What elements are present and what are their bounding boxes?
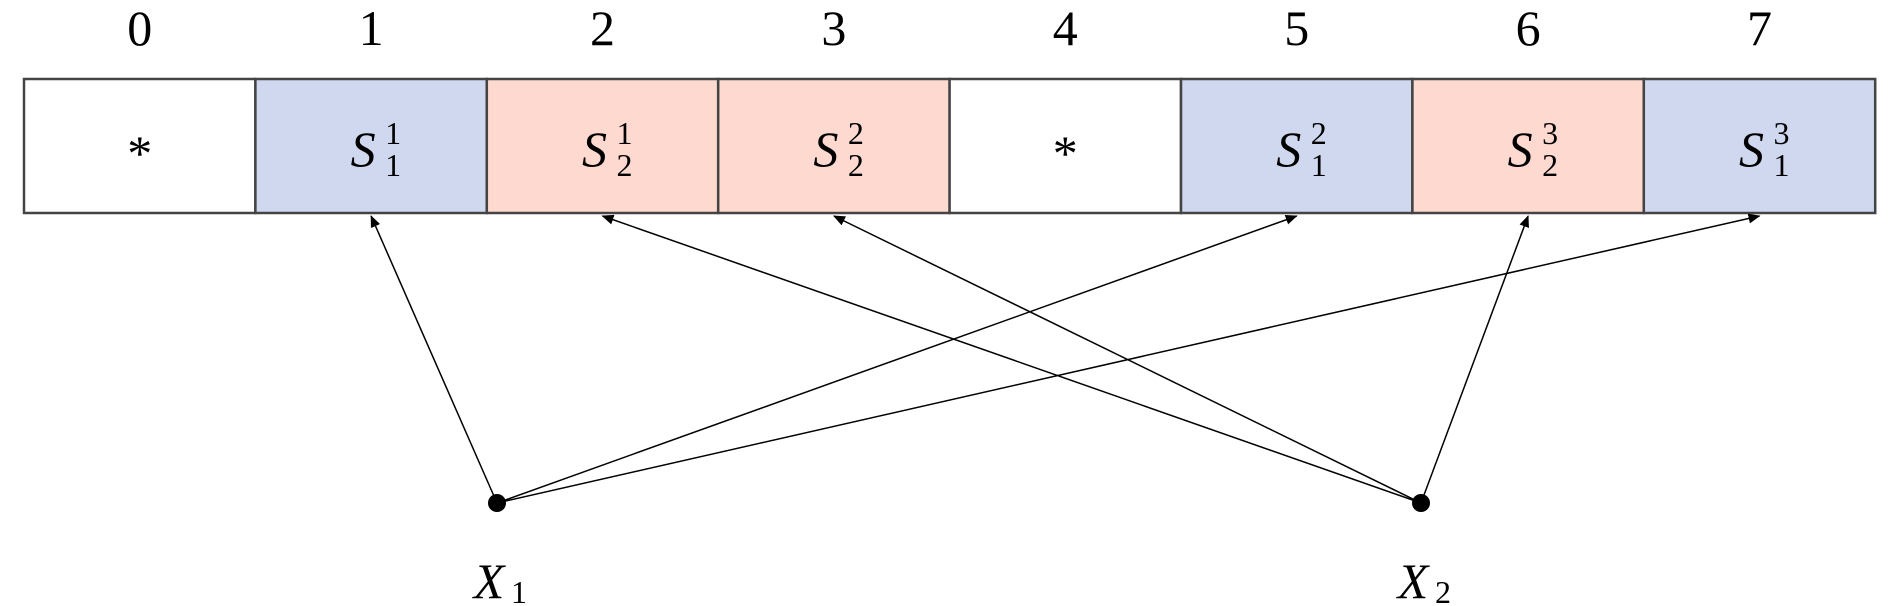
cell-symbol: S: [1508, 121, 1533, 177]
cell-subscript: 1: [385, 147, 401, 183]
cell-symbol: S: [351, 121, 376, 177]
cell-box: [485, 77, 720, 215]
cell-box: [1411, 77, 1646, 215]
node-dot: [488, 494, 506, 512]
cell-index: 6: [1516, 0, 1541, 56]
cell-symbol: S: [1276, 121, 1301, 177]
node-label: X: [1396, 553, 1431, 606]
mapping-arrow-x1-to-1: [370, 215, 498, 504]
mapping-arrow-x2-to-2: [601, 214, 1422, 504]
node-label-subscript: 1: [511, 574, 527, 606]
cell-index: 4: [1053, 0, 1078, 56]
empty-marker: *: [127, 125, 152, 181]
mapping-arrow-x2-to-6: [1420, 215, 1529, 504]
array-cell-0: 0*: [22, 0, 257, 215]
empty-marker: *: [1053, 125, 1078, 181]
cell-box: [254, 77, 489, 215]
node-dot: [1412, 494, 1430, 512]
cell-box: [948, 77, 1183, 215]
cell-superscript: 1: [617, 115, 633, 151]
cell-superscript: 1: [385, 115, 401, 151]
cell-symbol: S: [582, 121, 607, 177]
node-label-subscript: 2: [1435, 574, 1451, 606]
cell-index: 5: [1284, 0, 1309, 56]
cell-superscript: 2: [1311, 115, 1327, 151]
cell-index: 3: [821, 0, 846, 56]
cell-symbol: S: [1739, 121, 1764, 177]
mapping-arrow-x1-to-5: [496, 215, 1298, 504]
cell-index: 7: [1747, 0, 1772, 56]
node-label: X: [472, 553, 507, 606]
cell-subscript: 1: [1774, 147, 1790, 183]
cell-box: [716, 77, 951, 215]
cell-box: [22, 77, 257, 215]
cell-index: 2: [590, 0, 615, 56]
cell-subscript: 2: [1542, 147, 1558, 183]
cell-superscript: 2: [848, 115, 864, 151]
cell-index: 1: [359, 0, 384, 56]
cell-superscript: 3: [1774, 115, 1790, 151]
cell-symbol: S: [813, 121, 838, 177]
array-cell-4: 4*: [948, 0, 1183, 215]
cell-index: 0: [127, 0, 152, 56]
cell-subscript: 2: [848, 147, 864, 183]
cell-superscript: 3: [1542, 115, 1558, 151]
cell-subscript: 1: [1311, 147, 1327, 183]
cell-box: [1179, 77, 1414, 215]
cell-box: [1642, 77, 1877, 215]
mapping-arrow-x2-to-3: [833, 215, 1422, 504]
cell-subscript: 2: [617, 147, 633, 183]
